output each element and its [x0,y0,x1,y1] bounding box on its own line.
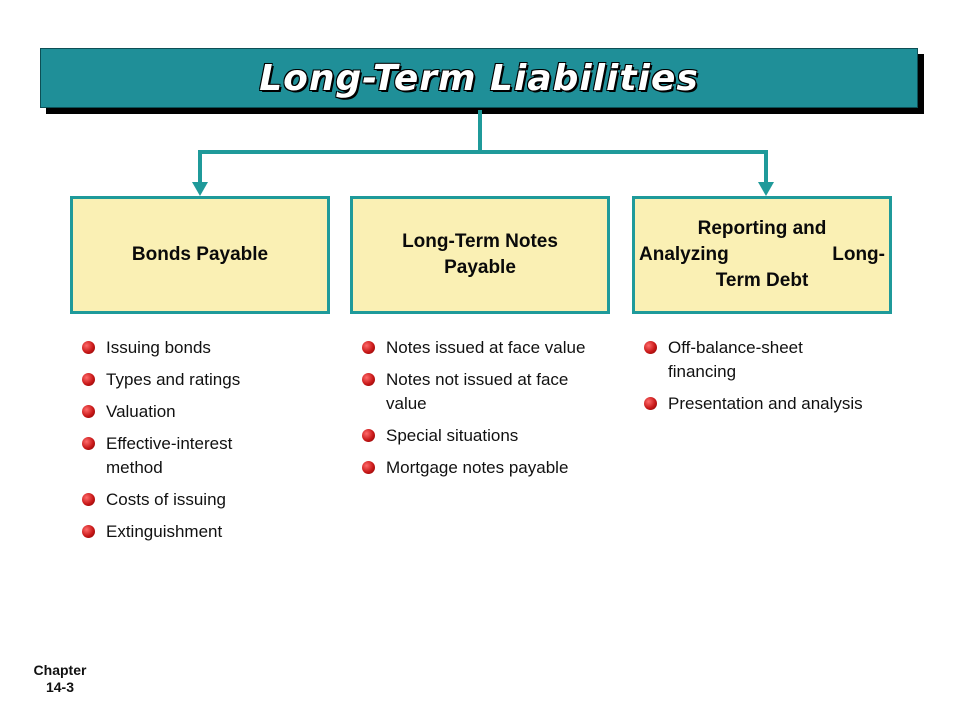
title-banner: Long-Term Liabilities [40,48,918,108]
connector-left [198,150,480,184]
page-title: Long-Term Liabilities [259,57,699,99]
box-label-word: Analyzing [639,244,729,265]
box-long-term-notes-payable: Long-Term Notes Payable [350,196,610,314]
bullet-icon [82,493,95,506]
bullet-icon [644,397,657,410]
bullet-icon [644,341,657,354]
list-item: Extinguishment [82,520,292,544]
bullet-icon [362,429,375,442]
list-item: Off-balance-sheet financing [644,336,874,384]
list-item: Notes issued at face value [362,336,592,360]
list-item: Costs of issuing [82,488,292,512]
list-item: Mortgage notes payable [362,456,592,480]
bullet-icon [82,437,95,450]
box-label-line: Term Debt [715,270,809,291]
arrowhead-left [192,182,208,196]
list-item: Notes not issued at face value [362,368,592,416]
list-item: Presentation and analysis [644,392,874,416]
chapter-line: Chapter [33,662,87,678]
list-reporting: Off-balance-sheet financing Presentation… [644,336,874,424]
bullet-icon [362,461,375,474]
box-label-line: Reporting and [697,218,827,239]
list-item: Special situations [362,424,592,448]
bullet-icon [82,373,95,386]
bullet-icon [362,341,375,354]
box-reporting-analyzing: Reporting and Analyzing Long- Term Debt [632,196,892,314]
box-bonds-payable: Bonds Payable [70,196,330,314]
list-item: Effective-interest method [82,432,292,480]
box-label: Bonds Payable [131,244,269,265]
list-item: Types and ratings [82,368,292,392]
chapter-number: 14-3 [45,679,75,695]
list-item: Issuing bonds [82,336,292,360]
bullet-icon [362,373,375,386]
list-bonds: Issuing bonds Types and ratings Valuatio… [82,336,292,552]
box-label: Reporting and Analyzing Long- Term Debt [639,214,885,296]
bullet-icon [82,341,95,354]
bullet-icon [82,405,95,418]
box-label-line: Analyzing Long- [639,242,885,268]
list-item: Valuation [82,400,292,424]
list-notes: Notes issued at face value Notes not iss… [362,336,592,488]
box-label: Long-Term Notes Payable [402,231,558,278]
bullet-icon [82,525,95,538]
arrowhead-right [758,182,774,196]
box-label-word: Long- [832,244,885,265]
chapter-label: Chapter 14-3 [30,662,90,696]
connector-right [480,150,768,184]
